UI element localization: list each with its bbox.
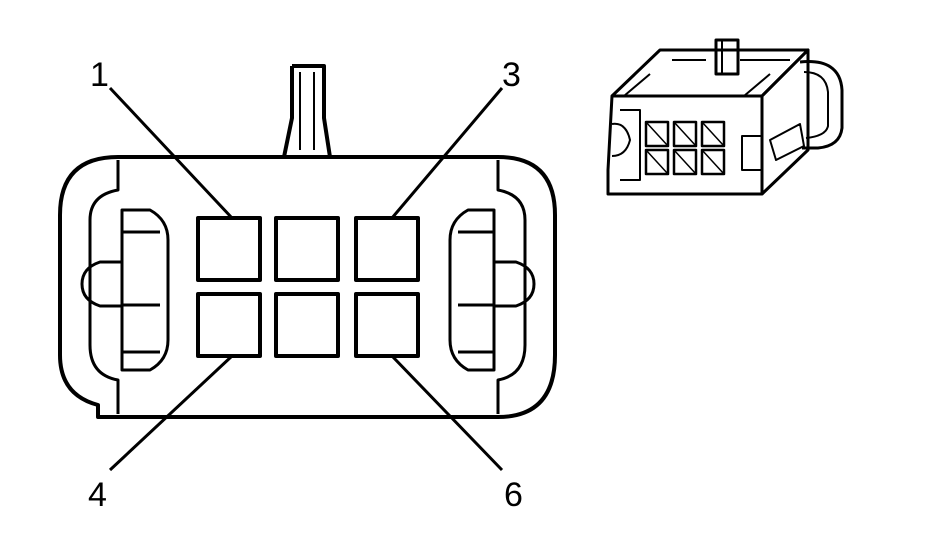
iso-top-tab (714, 38, 740, 76)
right-latch-frame (496, 160, 527, 414)
terminal-cavity-2 (274, 216, 340, 282)
left-latch (120, 208, 170, 372)
iso-left-latch (611, 122, 631, 157)
terminal-cavity-6 (354, 292, 420, 358)
terminal-cavity-4 (196, 292, 262, 358)
leader-line-3 (390, 87, 504, 219)
connector-face-view (58, 64, 557, 472)
iso-cavity-grid (644, 120, 726, 176)
callout-pin-3: 3 (502, 56, 521, 94)
callout-pin-4: 4 (88, 476, 107, 514)
iso-front-face (606, 94, 764, 196)
right-latch-tab (494, 260, 536, 308)
leader-line-1 (108, 86, 234, 220)
callout-pin-1: 1 (90, 56, 109, 94)
terminal-cavity-5 (274, 292, 340, 358)
connector-isometric-view (606, 38, 844, 196)
terminal-cavity-1 (196, 216, 262, 282)
connector-body (58, 155, 557, 419)
right-latch (448, 208, 496, 372)
leader-line-4 (108, 354, 234, 472)
left-latch-frame (88, 160, 120, 414)
iso-top-face (610, 48, 810, 98)
iso-side-face (760, 48, 810, 196)
leader-line-6 (390, 354, 504, 472)
left-latch-tab (80, 260, 122, 308)
wire-lead (282, 64, 332, 158)
callout-pin-6: 6 (504, 476, 523, 514)
terminal-cavity-3 (354, 216, 420, 282)
iso-side-latch (799, 60, 844, 150)
